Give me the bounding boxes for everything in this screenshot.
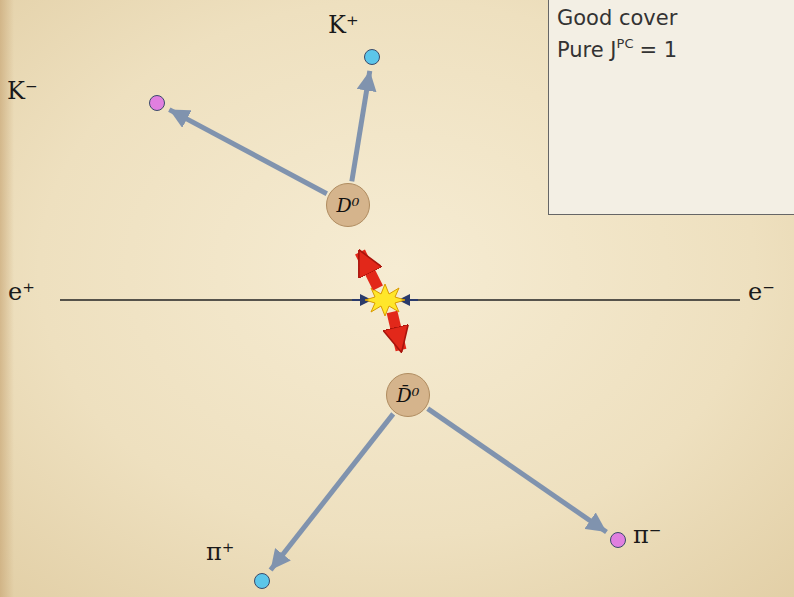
particle-label: π⁻: [633, 523, 661, 547]
note-box: Good coverPure JPC = 1: [548, 0, 794, 215]
particle-label: K⁺: [328, 13, 359, 37]
final-state-particle: K⁻: [149, 95, 165, 111]
beam-label: e⁺: [8, 280, 35, 304]
decay-arrow: [352, 71, 370, 182]
decay-arrow: [271, 414, 394, 570]
production-arrow: [392, 312, 401, 350]
beam-label: e⁻: [748, 280, 775, 304]
note-line: Good cover: [557, 6, 677, 31]
production-arrow: [360, 252, 378, 288]
particle-name: D̄⁰: [397, 386, 420, 405]
particle-name: D⁰: [337, 196, 360, 215]
particle-label: π⁺: [206, 540, 234, 564]
final-state-particle: π⁺: [254, 573, 270, 589]
note-line: Pure JPC = 1: [557, 36, 677, 63]
particle-disc: D⁰: [326, 183, 370, 227]
note-text: = 1: [640, 38, 678, 62]
final-state-particle: K⁺: [364, 49, 380, 65]
note-text: Good cover: [557, 6, 677, 30]
particle-label: K⁻: [7, 79, 38, 103]
particle-disc: D̄⁰: [386, 373, 430, 417]
final-state-particle: π⁻: [610, 532, 626, 548]
superscript-text: PC: [617, 36, 634, 51]
collision-starburst: [365, 284, 405, 316]
decay-arrow: [169, 110, 326, 194]
decay-arrow: [428, 409, 607, 532]
note-text: Pure J: [557, 38, 617, 62]
